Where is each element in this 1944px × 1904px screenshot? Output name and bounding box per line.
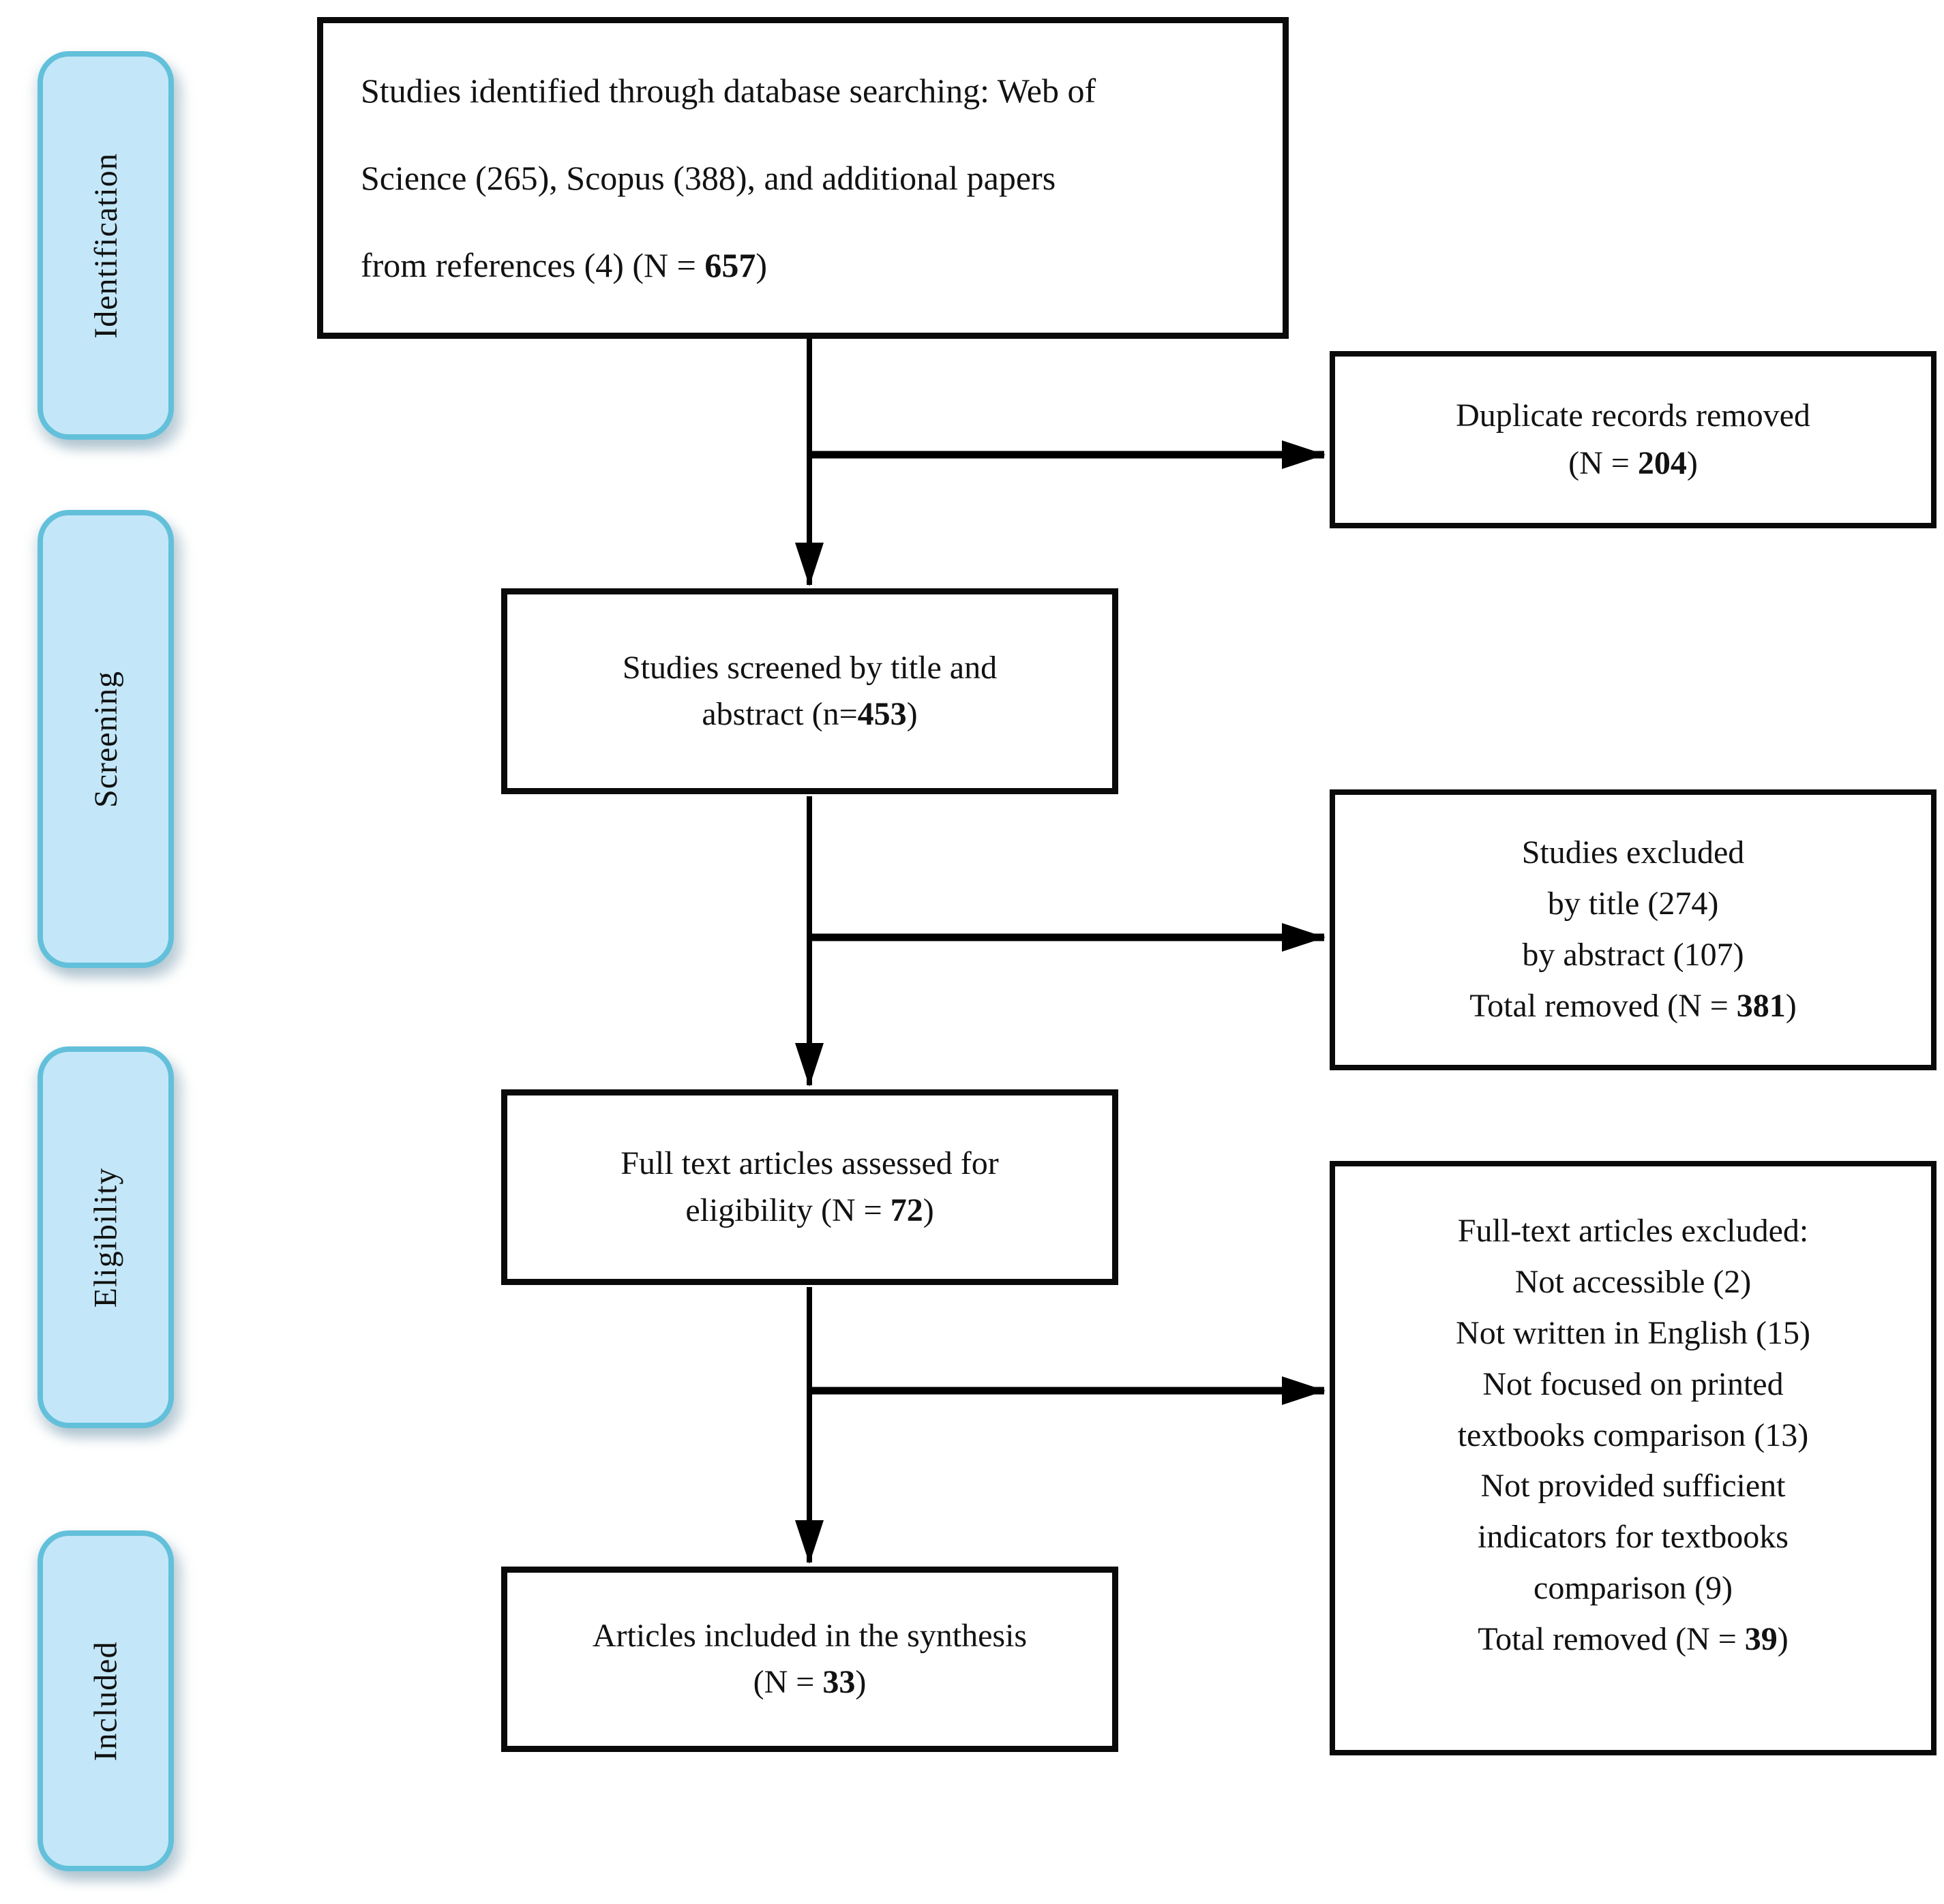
text-line: Studies excluded <box>1521 834 1745 871</box>
stage-screening: Screening <box>38 510 174 968</box>
box-duplicates-removed: Duplicate records removed (N = 204) <box>1330 351 1936 528</box>
stage-screening-label: Screening <box>87 670 124 808</box>
text-line: Total removed (N = 381) <box>1469 987 1797 1024</box>
text-line: Studies screened by title and <box>622 649 998 686</box>
text-line: comparison (9) <box>1534 1570 1733 1607</box>
text-line: Articles included in the synthesis <box>592 1617 1028 1654</box>
stage-eligibility-label: Eligibility <box>87 1167 124 1308</box>
text-line: Duplicate records removed <box>1456 397 1810 434</box>
stage-eligibility: Eligibility <box>38 1046 174 1428</box>
text-line: (N = 33) <box>753 1664 867 1700</box>
box-fulltext-excluded: Full-text articles excluded: Not accessib… <box>1330 1161 1936 1755</box>
text-line: Full-text articles excluded: <box>1457 1213 1809 1249</box>
box-studies-identified: Studies identified through database sear… <box>317 17 1289 339</box>
text-line: by abstract (107) <box>1522 937 1744 973</box>
text-line: Studies identified through database sear… <box>361 72 1096 110</box>
stage-included: Included <box>38 1530 174 1871</box>
text-line: eligibility (N = 72) <box>685 1192 934 1228</box>
text-line: indicators for textbooks <box>1478 1519 1789 1556</box>
stage-identification: Identification <box>38 51 174 440</box>
text-line: Not provided sufficient <box>1480 1468 1786 1505</box>
text-line: abstract (n=453) <box>702 696 918 732</box>
text-line: textbooks comparison (13) <box>1457 1417 1809 1453</box>
text-line: Not focused on printed <box>1482 1365 1784 1402</box>
text-line: Science (265), Scopus (388), and additio… <box>361 159 1056 197</box>
text-line: from references (4) (N = 657) <box>361 246 767 284</box>
text-line: Not accessible (2) <box>1514 1263 1752 1300</box>
stage-included-label: Included <box>87 1641 124 1761</box>
stage-identification-label: Identification <box>87 152 124 339</box>
box-studies-excluded: Studies excluded by title (274) by abstrac… <box>1330 789 1936 1070</box>
box-fulltext-assessed: Full text articles assessed for eligibili… <box>501 1089 1118 1285</box>
text-line: Total removed (N = 39) <box>1478 1621 1789 1657</box>
text-line: Not written in English (15) <box>1456 1314 1810 1351</box>
box-articles-included: Articles included in the synthesis (N = 3… <box>501 1567 1118 1752</box>
text-line: Full text articles assessed for <box>620 1145 999 1182</box>
text-line: (N = 204) <box>1568 445 1698 481</box>
text-line: by title (274) <box>1547 886 1719 922</box>
box-studies-screened: Studies screened by title and abstract (n… <box>501 588 1118 794</box>
